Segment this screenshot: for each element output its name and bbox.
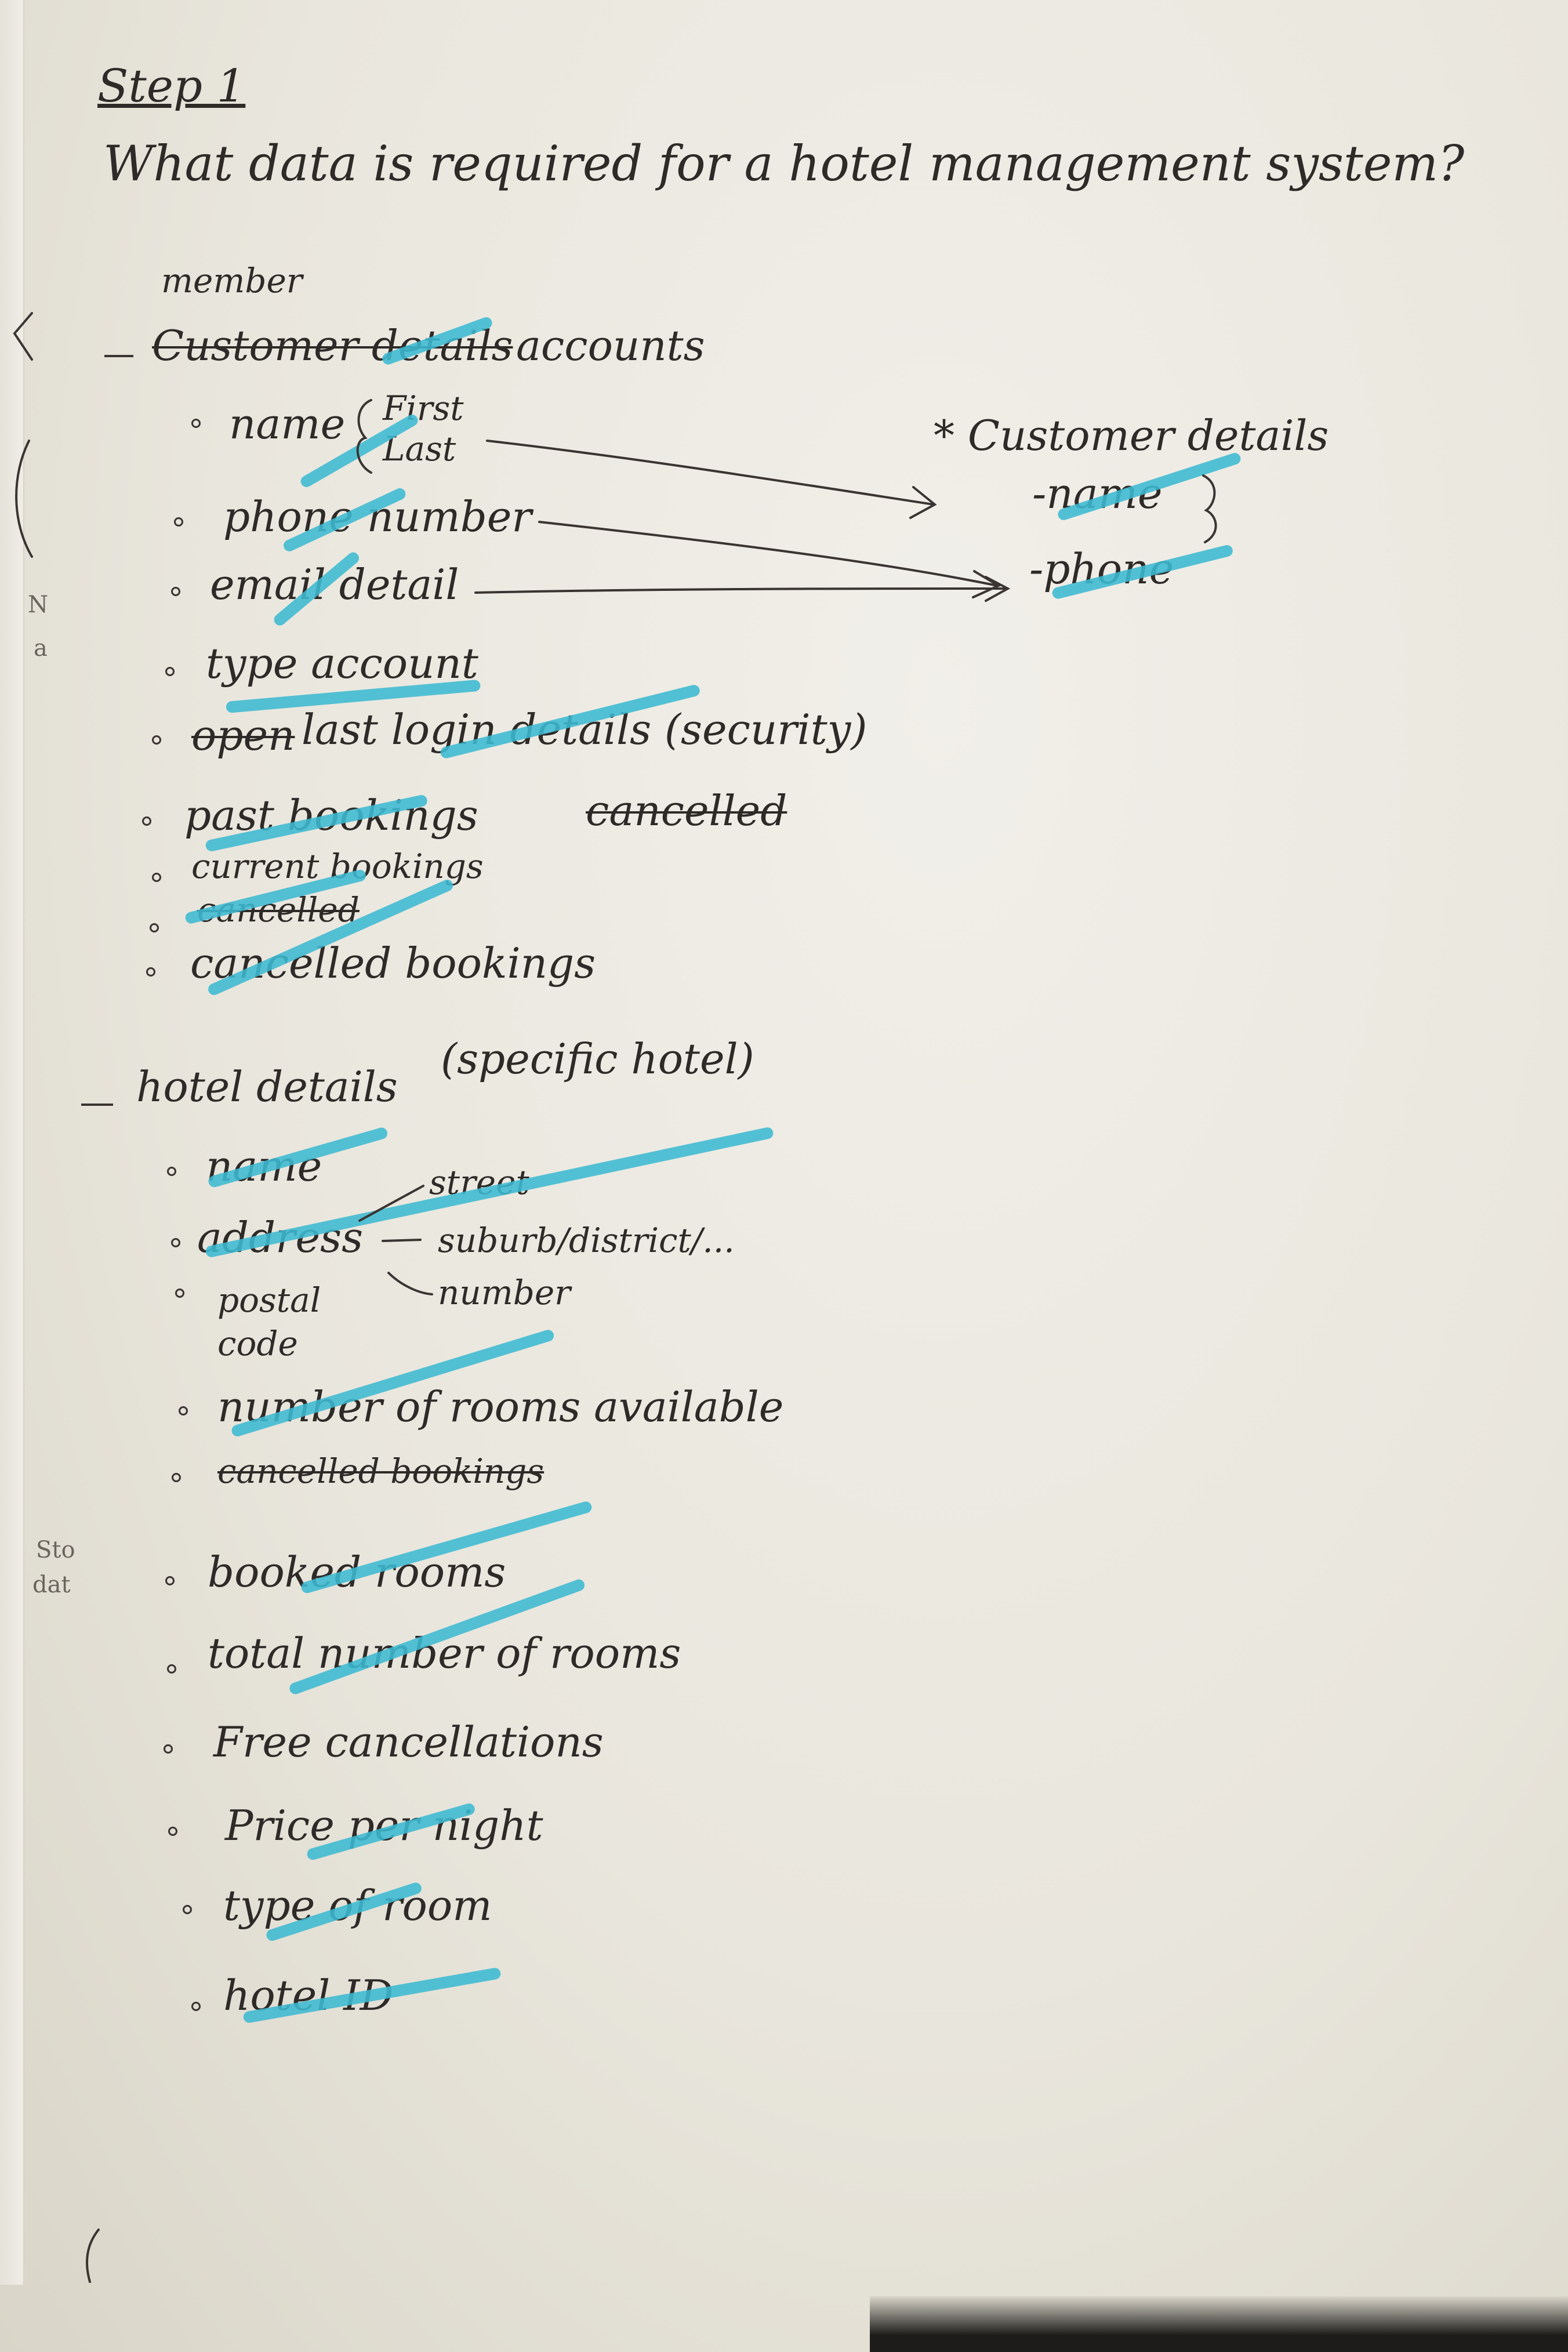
hotel-item-free-cancellations: Free cancellations — [213, 1718, 604, 1766]
member-item-name-last: Last — [383, 429, 456, 469]
arrow-email-head — [985, 576, 1011, 602]
member-item-name-first: First — [383, 389, 464, 428]
bullet — [179, 1406, 188, 1415]
member-item-open-struck: open — [191, 711, 295, 760]
customer-details-title: * Customer details — [934, 411, 1329, 460]
member-note: member — [161, 261, 303, 300]
margin-hook — [13, 312, 33, 361]
bullet — [164, 1744, 173, 1754]
arrow-name-head — [909, 486, 937, 519]
margin-note: Sto — [36, 1537, 75, 1563]
arrow-name — [486, 440, 935, 506]
bullet — [167, 1167, 176, 1176]
bullet — [183, 1905, 192, 1914]
bullet — [167, 1664, 176, 1674]
bullet — [174, 517, 183, 527]
margin-bracket-bottom — [86, 2228, 100, 2283]
desk-shadow — [870, 2296, 1568, 2352]
bullet — [175, 1288, 184, 1298]
brace-customer-name — [1202, 474, 1217, 543]
member-item-past-cancelled-struck: cancelled — [586, 786, 787, 835]
hotel-item-address-suburb: suburb/district/... — [438, 1221, 735, 1260]
hotel-title-note: (specific hotel) — [441, 1035, 754, 1083]
bullet — [165, 667, 175, 676]
member-item-type-account: type account — [206, 639, 478, 688]
bullet — [152, 735, 161, 745]
arrow-email — [474, 587, 1007, 594]
section-dash — [81, 1104, 113, 1106]
section-dash — [104, 355, 133, 357]
bullet — [171, 1238, 180, 1247]
member-item-name: name — [229, 400, 346, 448]
under-sheet-edge — [0, 0, 24, 2285]
bullet — [168, 1827, 177, 1836]
bullet — [191, 2002, 201, 2011]
hotel-item-address-number: number — [438, 1273, 571, 1312]
bullet — [146, 967, 155, 977]
margin-note: a — [34, 635, 48, 662]
margin-note: N — [28, 591, 48, 618]
arrow-phone — [538, 521, 999, 587]
bullet — [150, 923, 159, 932]
question-heading: What data is required for a hotel manage… — [103, 135, 1465, 192]
step-heading: Step 1 — [97, 60, 246, 112]
hotel-item-postal-code: postal code — [217, 1280, 321, 1364]
hotel-title: hotel details — [136, 1062, 398, 1111]
bullet — [152, 873, 161, 882]
bullet — [172, 1473, 181, 1482]
address-branch-number — [387, 1272, 433, 1295]
margin-note: dat — [32, 1571, 71, 1598]
arrow-phone-head — [972, 570, 1001, 598]
bullet — [165, 1576, 175, 1585]
margin-bracket-top — [15, 440, 33, 558]
brace-name — [356, 399, 372, 474]
bullet — [142, 816, 151, 826]
bullet — [191, 419, 201, 428]
member-title: accounts — [516, 321, 705, 370]
address-branch-suburb — [382, 1239, 422, 1242]
bullet — [171, 587, 180, 596]
hotel-item-cancelled-struck: cancelled bookings — [217, 1451, 545, 1491]
address-branch-street — [358, 1185, 424, 1222]
